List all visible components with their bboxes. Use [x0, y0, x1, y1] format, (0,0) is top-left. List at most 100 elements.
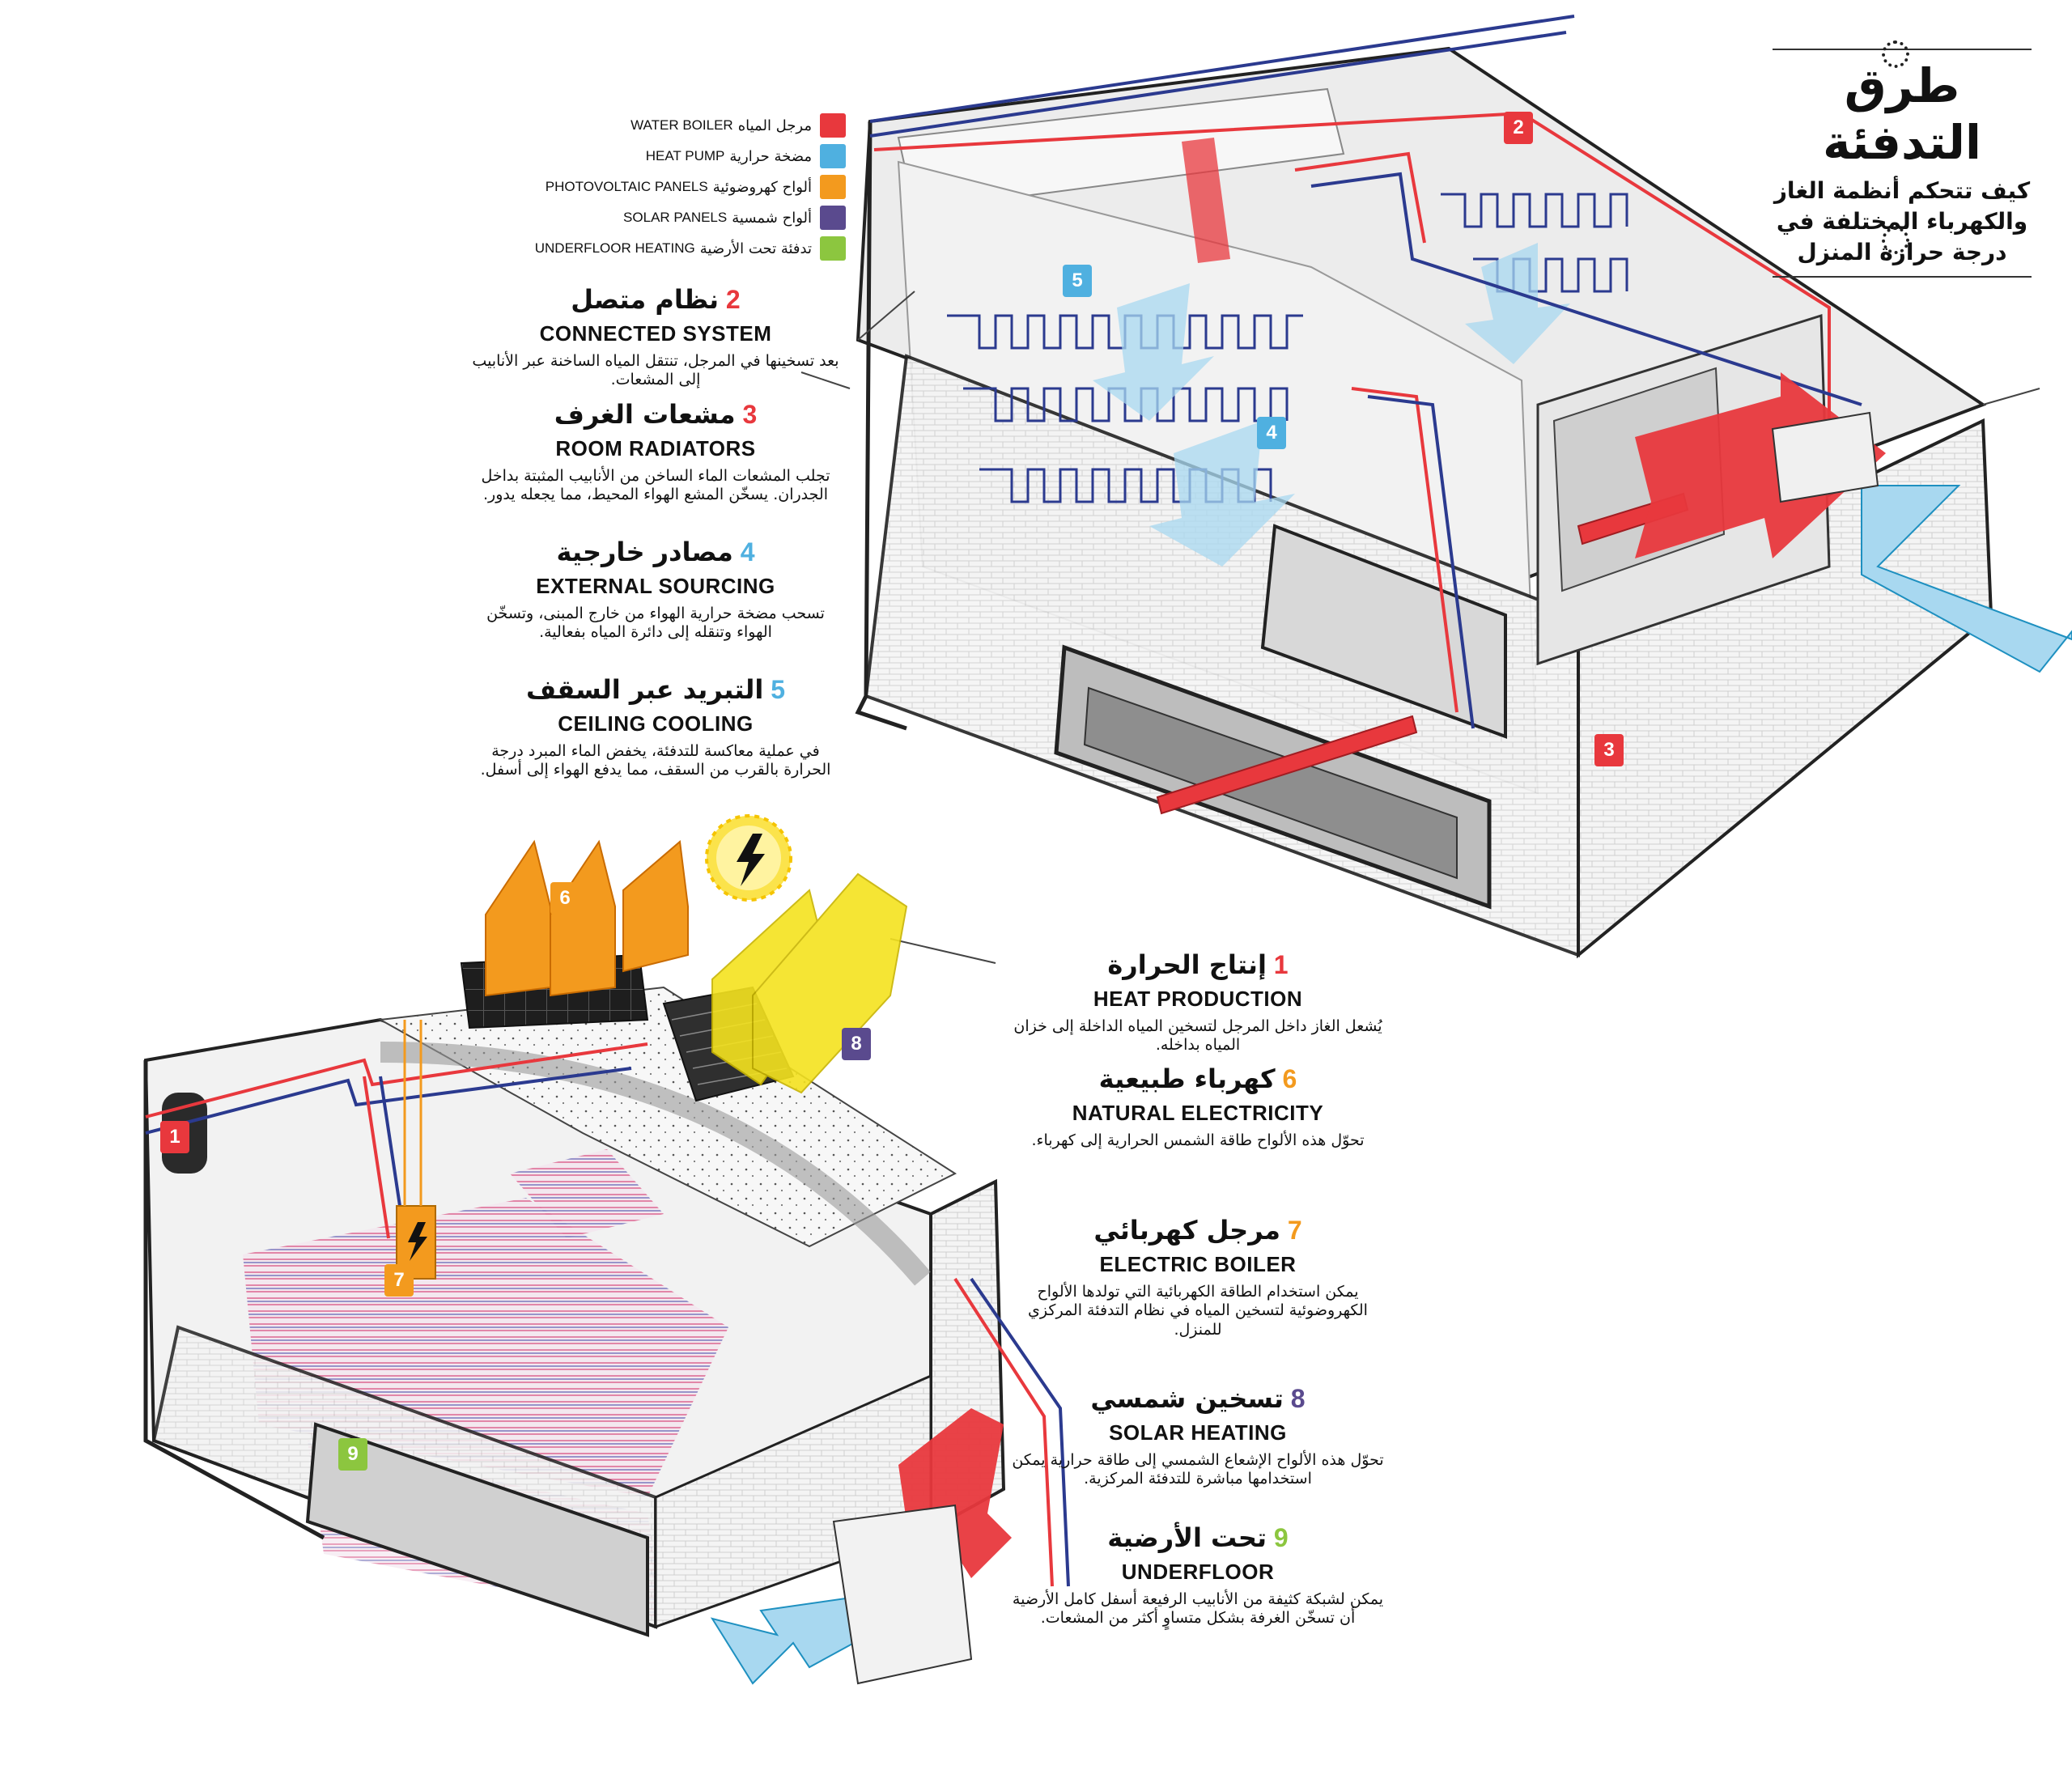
- legend-label-en: SOLAR PANELS: [623, 210, 728, 225]
- gear-icon: [1882, 227, 1909, 254]
- legend-label-en: UNDERFLOOR HEATING: [534, 240, 695, 256]
- section-number: 9: [1267, 1523, 1289, 1552]
- page-title: طرق التدفئة: [1823, 58, 1981, 170]
- section-heading-ar: 7 مرجل كهربائي: [1012, 1214, 1384, 1246]
- section-number: 7: [1280, 1216, 1302, 1245]
- legend-label-ar: ألواح كهروضوئية: [712, 178, 812, 196]
- section-title-ar: مرجل كهربائي: [1093, 1215, 1280, 1246]
- section-external-sourcing: 4 مصادر خارجية EXTERNAL SOURCING تسحب مضخة…: [469, 536, 842, 643]
- section-title-ar: إنتاج الحرارة: [1107, 949, 1267, 980]
- section-title-en: ROOM RADIATORS: [555, 436, 756, 461]
- section-electric-boiler: 7 مرجل كهربائي ELECTRIC BOILER يمكن استخدا…: [1012, 1214, 1384, 1340]
- section-number: 1: [1266, 950, 1289, 979]
- number-tag-3: 3: [1594, 734, 1624, 766]
- legend-swatch: [820, 113, 846, 138]
- section-number: 8: [1283, 1384, 1306, 1413]
- section-number: 3: [735, 400, 758, 429]
- section-number: 5: [763, 675, 785, 704]
- title-block: طرق التدفئة كيف تتحكم أنظمة الغاز والكهر…: [1773, 40, 2032, 286]
- section-number: 4: [732, 537, 755, 567]
- section-title-en: ELECTRIC BOILER: [1099, 1252, 1297, 1276]
- boiler-lightning-icon: [408, 1222, 427, 1261]
- section-underfloor: 9 تحت الأرضية UNDERFLOOR يمكن لشبكة كثيفة …: [1012, 1522, 1384, 1628]
- section-body: تحوّل هذه الألواح طاقة الشمس الحرارية إل…: [1031, 1131, 1365, 1149]
- section-natural-electricity: 6 كهرباء طبيعية NATURAL ELECTRICITY تحوّل …: [1012, 1063, 1384, 1150]
- section-title-en: CONNECTED SYSTEM: [539, 321, 772, 346]
- section-connected-system: 2 نظام متصل CONNECTED SYSTEM بعد تسخينها ف…: [469, 283, 842, 390]
- number-tag-1: 1: [160, 1121, 189, 1153]
- legend-label-ar: مرجل المياه: [737, 117, 812, 134]
- legend-label: مضخة حرارية HEAT PUMP: [646, 148, 812, 165]
- section-title-en: NATURAL ELECTRICITY: [1072, 1101, 1324, 1125]
- section-body: يُشعل الغاز داخل المرجل لتسخين المياه ال…: [1013, 1017, 1382, 1055]
- legend-label-en: WATER BOILER: [631, 117, 733, 133]
- section-heading-ar: 9 تحت الأرضية: [1012, 1522, 1384, 1554]
- legend-item: مضخة حرارية HEAT PUMP: [646, 144, 846, 168]
- section-title-en: SOLAR HEATING: [1109, 1420, 1287, 1445]
- legend-label-en: PHOTOVOLTAIC PANELS: [545, 179, 708, 194]
- section-heading-ar: 2 نظام متصل: [469, 283, 842, 316]
- number-tag-5: 5: [1063, 265, 1092, 297]
- section-title-ar: كهرباء طبيعية: [1098, 1063, 1276, 1094]
- legend-swatch: [820, 206, 846, 230]
- section-room-radiators: 3 مشعات الغرف ROOM RADIATORS تجلب المشعات …: [469, 398, 842, 505]
- section-title-ar: تسخين شمسي: [1090, 1383, 1284, 1414]
- section-title-ar: التبريد عبر السقف: [526, 674, 764, 705]
- legend-swatch: [820, 144, 846, 168]
- legend-swatch: [820, 175, 846, 199]
- number-tag-9: 9: [338, 1438, 367, 1471]
- section-heading-ar: 1 إنتاج الحرارة: [1012, 949, 1384, 981]
- section-body: بعد تسخينها في المرجل، تنتقل المياه السا…: [472, 351, 839, 389]
- lower-building: [143, 839, 1070, 1685]
- number-tag-7: 7: [384, 1264, 414, 1297]
- section-body: يمكن لشبكة كثيفة من الأنابيب الرفيعة أسف…: [1012, 1590, 1384, 1628]
- section-title-en: HEAT PRODUCTION: [1093, 987, 1303, 1011]
- section-title-en: EXTERNAL SOURCING: [536, 574, 775, 598]
- title-bottom-rule: [1773, 275, 2032, 278]
- section-heading-ar: 8 تسخين شمسي: [1012, 1382, 1384, 1415]
- section-title-ar: مصادر خارجية: [556, 537, 733, 567]
- upper-building: [800, 15, 2072, 964]
- legend-swatch: [820, 236, 846, 261]
- section-title-en: UNDERFLOOR: [1121, 1560, 1275, 1584]
- section-solar-heating: 8 تسخين شمسي SOLAR HEATING تحوّل هذه الألو…: [1012, 1382, 1384, 1489]
- page-subtitle: كيف تتحكم أنظمة الغاز والكهرباء المختلفة…: [1773, 177, 2031, 265]
- section-title-en: CEILING COOLING: [558, 711, 754, 736]
- section-body: يمكن استخدام الطاقة الكهربائية التي تولد…: [1028, 1282, 1368, 1339]
- legend-label-en: HEAT PUMP: [645, 148, 725, 163]
- number-tag-8: 8: [842, 1028, 871, 1060]
- section-title-ar: نظام متصل: [571, 284, 720, 315]
- section-heading-ar: 5 التبريد عبر السقف: [469, 673, 842, 706]
- legend-label-ar: مضخة حرارية: [729, 147, 812, 165]
- section-heading-ar: 6 كهرباء طبيعية: [1012, 1063, 1384, 1095]
- section-title-ar: مشعات الغرف: [554, 399, 736, 430]
- section-heading-ar: 3 مشعات الغرف: [469, 398, 842, 431]
- section-body: تسحب مضخة حرارية الهواء من خارج المبنى، …: [486, 604, 825, 642]
- legend-label-ar: ألواح شمسية: [732, 209, 812, 227]
- gear-icon: [1882, 40, 1909, 68]
- legend-label: ألواح شمسية SOLAR PANELS: [623, 210, 812, 227]
- section-number: 2: [719, 285, 741, 314]
- section-number: 6: [1275, 1064, 1297, 1093]
- legend-item: ألواح كهروضوئية PHOTOVOLTAIC PANELS: [546, 175, 846, 199]
- section-ceiling-cooling: 5 التبريد عبر السقف CEILING COOLING في عمل…: [469, 673, 842, 780]
- section-heat-production: 1 إنتاج الحرارة HEAT PRODUCTION يُشعل الغا…: [1012, 949, 1384, 1055]
- legend-label: ألواح كهروضوئية PHOTOVOLTAIC PANELS: [546, 179, 812, 196]
- number-tag-2: 2: [1504, 112, 1533, 144]
- number-tag-4: 4: [1257, 417, 1286, 449]
- section-heading-ar: 4 مصادر خارجية: [469, 536, 842, 568]
- number-tag-6: 6: [550, 882, 580, 915]
- section-body: في عملية معاكسة للتدفئة، يخفض الماء المب…: [480, 741, 831, 779]
- section-body: تحوّل هذه الألواح الإشعاع الشمسي إلى طاق…: [1012, 1450, 1384, 1488]
- lightning-icon: [737, 834, 765, 886]
- section-title-ar: تحت الأرضية: [1107, 1522, 1267, 1553]
- legend-label-ar: تدفئة تحت الأرضية: [699, 240, 812, 257]
- legend-item: ألواح شمسية SOLAR PANELS: [623, 206, 846, 230]
- section-body: تجلب المشعات الماء الساخن من الأنابيب ال…: [481, 466, 830, 504]
